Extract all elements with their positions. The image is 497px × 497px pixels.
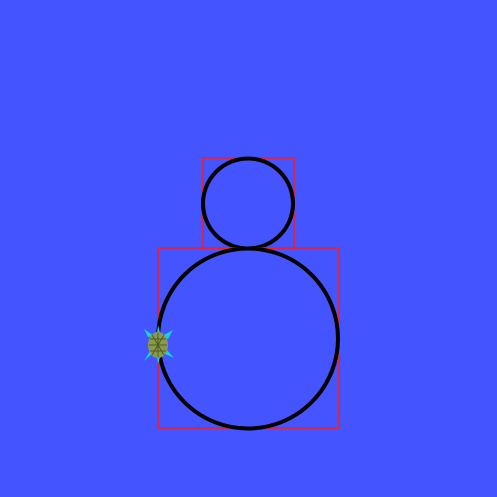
turtle-shell-pattern (149, 333, 167, 357)
turtle-sprite[interactable] (144, 325, 174, 364)
